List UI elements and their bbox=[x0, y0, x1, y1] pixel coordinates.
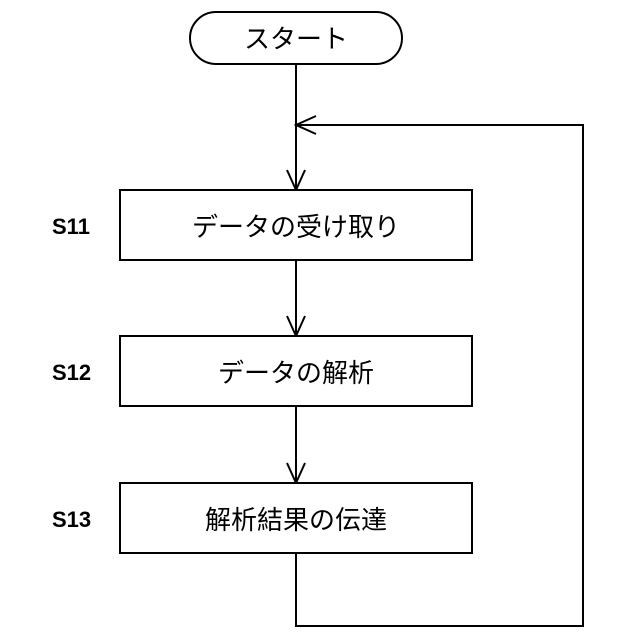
start-label: スタート bbox=[244, 25, 348, 55]
step-id-s12: S12 bbox=[52, 360, 91, 385]
process-label-s13: 解析結果の伝達 bbox=[205, 506, 387, 536]
process-label-s11: データの受け取り bbox=[192, 213, 400, 243]
step-id-s13: S13 bbox=[52, 507, 91, 532]
process-label-s12: データの解析 bbox=[218, 359, 374, 389]
step-id-s11: S11 bbox=[52, 214, 90, 239]
